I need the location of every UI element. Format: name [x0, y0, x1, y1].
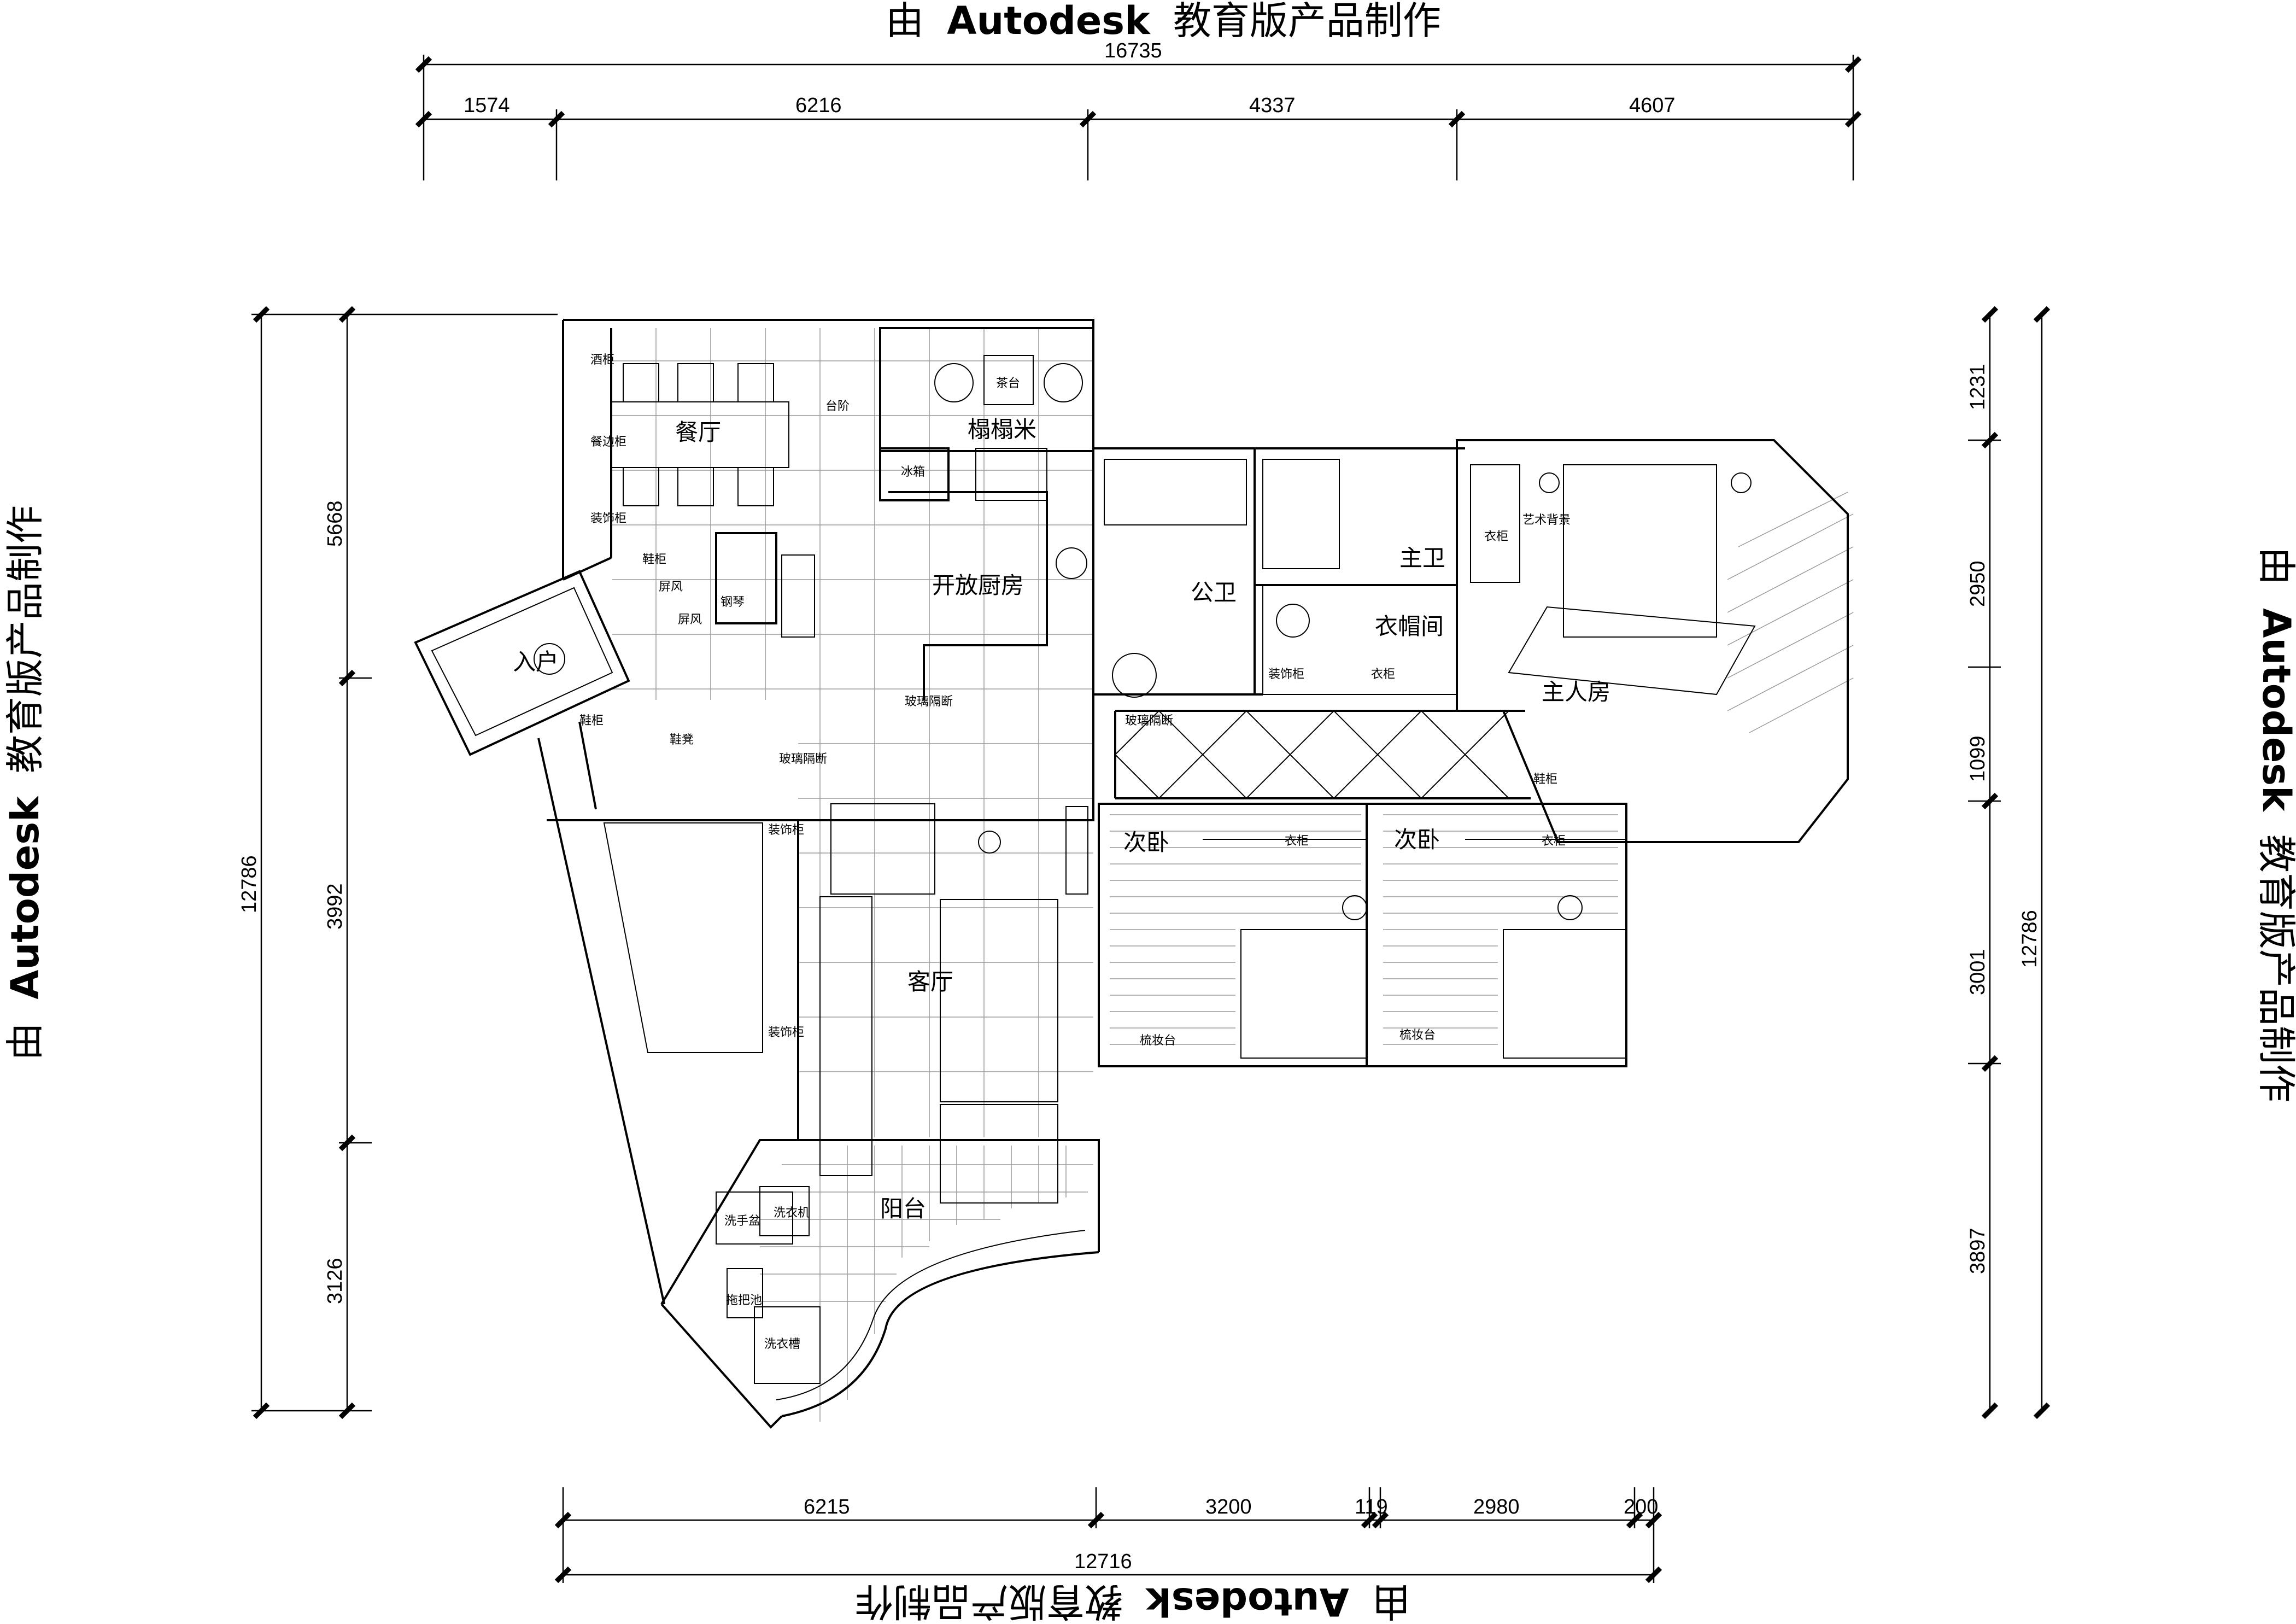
watermark-right: 由 Autodesk 教育版产品制作	[2254, 547, 2296, 1102]
dim-bottom-3: 119	[1355, 1496, 1388, 1518]
dim-right-4: 3001	[1966, 949, 1989, 995]
label-wine-cabinet: 酒柜	[590, 353, 614, 367]
label-wardrobe-3: 衣柜	[1285, 834, 1309, 848]
room-cloakroom: 衣帽间	[1375, 613, 1444, 640]
dim-bottom-total: 12716	[1074, 1550, 1132, 1573]
label-fridge: 冰箱	[901, 465, 925, 479]
bedroom-flooring	[1110, 492, 1854, 1045]
dim-top-1: 1574	[464, 94, 510, 117]
label-wash-basin: 洗手盆	[724, 1214, 760, 1228]
room-kitchen: 开放厨房	[932, 572, 1024, 599]
watermark-bottom: 由 Autodesk 教育版产品制作	[855, 1579, 1410, 1624]
dim-right-inner: 3897	[1966, 1228, 1989, 1274]
room-public-bath: 公卫	[1191, 579, 1237, 606]
label-platform: 台阶	[825, 400, 850, 413]
room-living: 客厅	[907, 968, 953, 995]
label-decor-cabinet: 装饰柜	[590, 512, 626, 525]
label-dresser-2: 梳妆台	[1399, 1029, 1436, 1042]
label-shoe-cabinet-3: 鞋柜	[1533, 773, 1557, 786]
label-glass-partition-3: 玻璃隔断	[1125, 714, 1173, 728]
dim-right-2: 2950	[1966, 560, 1989, 607]
label-glass-partition-1: 玻璃隔断	[905, 695, 953, 709]
room-labels: 餐厅 榻榻米 开放厨房 公卫 主卫 衣帽间 主人房 入户 客厅 次卧 次卧 阳台	[513, 416, 1610, 1222]
room-master-bath: 主卫	[1399, 545, 1445, 571]
label-washer: 洗衣机	[774, 1206, 810, 1220]
dim-left-1: 5668	[324, 500, 347, 547]
dim-left-total: 12786	[238, 855, 261, 913]
room-tatami: 榻榻米	[968, 416, 1036, 443]
watermark-top: 由 Autodesk 教育版产品制作	[886, 0, 1441, 43]
label-dresser-1: 梳妆台	[1140, 1034, 1176, 1048]
label-piano: 钢琴	[721, 595, 745, 609]
dim-bottom-4: 2980	[1473, 1496, 1520, 1518]
dim-right-total: 12786	[2018, 910, 2041, 968]
label-wardrobe-4: 衣柜	[1542, 834, 1566, 848]
label-sideboard: 餐边柜	[590, 435, 626, 449]
dim-top-3: 4337	[1249, 94, 1296, 117]
dim-top-4: 4607	[1629, 94, 1676, 117]
label-decor-cabinet-4: 装饰柜	[1268, 668, 1304, 681]
walls	[414, 319, 1849, 1429]
room-balcony: 阳台	[880, 1195, 926, 1222]
dim-top-2: 6216	[795, 94, 842, 117]
label-shoe-cabinet: 鞋柜	[642, 553, 666, 566]
floor-grid	[612, 328, 1093, 1137]
label-tea-table: 茶台	[996, 377, 1020, 390]
dimension-left: 12786 5668 3992 3126	[238, 306, 558, 1419]
dim-top-total: 16735	[1104, 39, 1162, 62]
room-entrance: 入户	[513, 649, 559, 675]
dim-bottom-2: 3200	[1205, 1496, 1252, 1518]
room-bedroom-b: 次卧	[1394, 826, 1440, 853]
room-dining: 餐厅	[675, 419, 721, 446]
dim-left-3: 3126	[324, 1258, 347, 1304]
dimension-right: 1231 2950 1099 3001 3897 12786	[1966, 306, 2051, 1419]
furniture-labels: 酒柜 餐边柜 装饰柜 鞋柜 屏风 屏风 钢琴 玻璃隔断 玻璃隔断 玻璃隔断 台阶…	[579, 353, 1571, 1351]
dim-right-3: 1099	[1966, 735, 1989, 782]
label-glass-partition-2: 玻璃隔断	[779, 752, 827, 766]
room-bedroom-a: 次卧	[1123, 829, 1169, 856]
dimension-bottom: 6215 3200 119 2980 200 12716	[554, 1487, 1662, 1584]
label-shoe-stool: 鞋凳	[670, 733, 694, 747]
room-master-bedroom: 主人房	[1542, 679, 1610, 705]
label-screen-1: 屏风	[659, 580, 683, 594]
dim-bottom-5: 200	[1624, 1496, 1658, 1518]
label-laundry-tub: 洗衣槽	[764, 1337, 800, 1351]
dimension-top: 16735 1574 6216 4337 4607	[415, 39, 1862, 180]
label-wardrobe-2: 衣柜	[1484, 530, 1508, 544]
label-decor-cabinet-2: 装饰柜	[768, 823, 804, 837]
label-wardrobe-1: 衣柜	[1371, 668, 1395, 681]
balcony-grid	[760, 1146, 1093, 1422]
label-decor-cabinet-3: 装饰柜	[768, 1026, 804, 1039]
dim-left-2: 3992	[324, 883, 347, 930]
watermark-left: 由 Autodesk 教育版产品制作	[3, 505, 48, 1061]
dim-right-1: 1231	[1966, 364, 1989, 410]
label-screen-2: 屏风	[678, 613, 702, 627]
dim-bottom-1: 6215	[804, 1496, 850, 1518]
label-art-backdrop: 艺术背景	[1522, 513, 1571, 527]
label-mop-pool: 拖把池	[726, 1294, 762, 1307]
label-shoe-cabinet-2: 鞋柜	[579, 714, 604, 728]
